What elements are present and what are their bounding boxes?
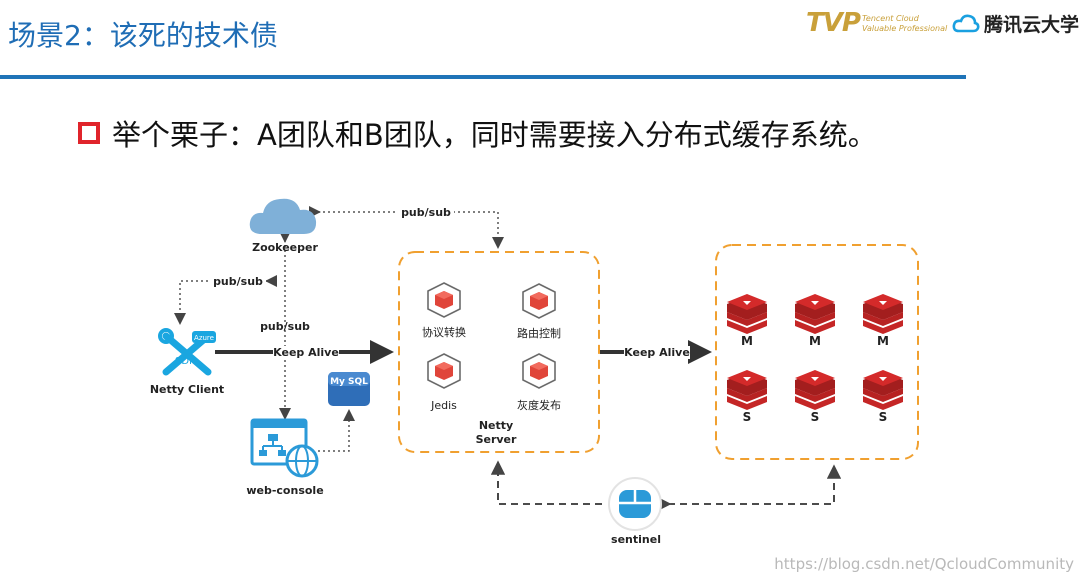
routing-module-cube-icon bbox=[522, 283, 556, 319]
slide-title: 场景2：该死的技术债 bbox=[8, 19, 278, 52]
edge-label-keepalive-left: Keep Alive bbox=[273, 346, 339, 359]
tencent-cloud-logo: 腾讯云大学 bbox=[952, 10, 1079, 37]
redis-slave-3-label: S bbox=[879, 410, 888, 424]
slide-subtitle: 举个栗子：A团队和B团队，同时需要接入分布式缓存系统。 bbox=[112, 118, 877, 152]
zookeeper-label: Zookeeper bbox=[252, 241, 318, 254]
grayscale-module-cube-icon bbox=[522, 353, 556, 389]
redis-master-3-icon bbox=[863, 294, 903, 334]
redis-slave-1-icon bbox=[727, 370, 767, 410]
netty-server-label-line1: Netty bbox=[479, 419, 513, 432]
netty-server-label-line2: Server bbox=[476, 433, 517, 446]
redis-master-3-label: M bbox=[877, 334, 889, 348]
module-label-jedis: Jedis bbox=[430, 399, 457, 412]
subtitle-row: 举个栗子：A团队和B团队，同时需要接入分布式缓存系统。 bbox=[78, 112, 877, 154]
redis-master-1-label: M bbox=[741, 334, 753, 348]
title-divider bbox=[0, 75, 966, 79]
edge-label-pubsub-top: pub/sub bbox=[401, 206, 451, 219]
redis-cluster-group bbox=[715, 244, 919, 460]
redis-slave-2-icon bbox=[795, 370, 835, 410]
edge-console-mysql bbox=[318, 409, 355, 452]
redis-slave-3-icon bbox=[863, 370, 903, 410]
edge-sentinel-redis bbox=[657, 464, 842, 512]
jedis-module-cube-icon bbox=[427, 353, 461, 389]
tvp-tagline-line1: Tencent Cloud bbox=[862, 14, 919, 23]
edge-zookeeper-client bbox=[174, 275, 277, 325]
tencent-cloud-name: 腾讯云大学 bbox=[984, 14, 1080, 36]
protocol-module-cube-icon bbox=[427, 282, 461, 318]
edge-label-pubsub-left: pub/sub bbox=[213, 275, 263, 288]
redis-master-2-label: M bbox=[809, 334, 821, 348]
watermark: https://blog.csdn.net/QcloudCommunity bbox=[774, 555, 1074, 573]
sdk-label: SDK bbox=[175, 356, 196, 367]
netty-client-label: Netty Client bbox=[150, 383, 224, 396]
netty-server-group bbox=[398, 251, 600, 453]
square-bullet-icon bbox=[78, 122, 100, 144]
mysql-icon bbox=[328, 372, 370, 406]
tencent-cloud-icon bbox=[952, 14, 980, 32]
tvp-logo: TVP bbox=[806, 8, 861, 38]
module-label-protocol: 协议转换 bbox=[422, 325, 466, 339]
edge-sentinel-server bbox=[490, 460, 602, 505]
redis-slave-1-label: S bbox=[743, 410, 752, 424]
sdk-tag-label: Azure bbox=[194, 334, 214, 342]
tvp-tagline: Tencent Cloud Valuable Professional bbox=[862, 14, 947, 34]
redis-slave-2-label: S bbox=[811, 410, 820, 424]
module-label-grayscale: 灰度发布 bbox=[517, 398, 561, 412]
module-label-routing: 路由控制 bbox=[517, 326, 561, 340]
sentinel-label: sentinel bbox=[611, 533, 661, 546]
redis-master-2-icon bbox=[795, 294, 835, 334]
web-console-icon bbox=[250, 418, 319, 478]
tvp-tagline-line2: Valuable Professional bbox=[862, 24, 948, 33]
sdk-tools-icon: Azure bbox=[158, 328, 216, 376]
web-console-label: web-console bbox=[246, 484, 323, 497]
redis-master-1-icon bbox=[727, 294, 767, 334]
mysql-label: My SQL bbox=[330, 377, 368, 387]
edge-zookeeper-server bbox=[309, 206, 504, 249]
edge-label-keepalive-right: Keep Alive bbox=[624, 346, 690, 359]
sentinel-icon bbox=[608, 477, 662, 531]
cloud-icon bbox=[249, 198, 317, 234]
edge-label-pubsub-mid: pub/sub bbox=[260, 320, 310, 333]
